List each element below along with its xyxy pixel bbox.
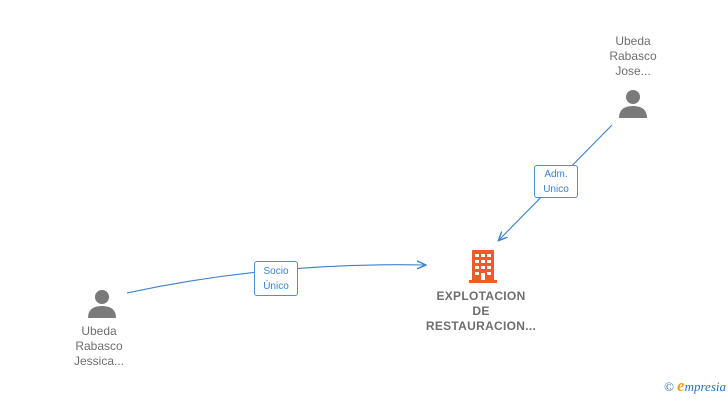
socio-unico-line-2: Único (263, 281, 289, 292)
person-node-jose-label[interactable]: Ubeda Rabasco Jose... (593, 34, 673, 79)
edge-label-socio-unico[interactable]: Socio Único (254, 261, 298, 296)
jose-name-line-3: Jose... (615, 64, 651, 78)
person-node-jessica-label[interactable]: Ubeda Rabasco Jessica... (59, 324, 139, 369)
company-name-line-3: RESTAURACION... (425, 319, 537, 333)
building-icon[interactable] (466, 248, 500, 284)
person-icon[interactable] (86, 288, 118, 320)
brand-logo-initial: e (677, 376, 685, 395)
company-node-label[interactable]: EXPLOTACION DE RESTAURACION... (411, 289, 551, 334)
person-icon[interactable] (617, 88, 649, 120)
adm-unico-line-1: Adm. (544, 169, 568, 180)
copyright-symbol: © (663, 379, 674, 394)
socio-unico-line-1: Socio (263, 266, 289, 277)
jose-name-line-1: Ubeda (615, 34, 651, 48)
brand-logo-text: mpresia (684, 379, 726, 394)
empresia-watermark: © empresia (664, 376, 726, 396)
company-name-line-2: DE (472, 304, 490, 318)
adm-unico-line-2: Unico (543, 184, 569, 195)
jose-name-line-2: Rabasco (609, 49, 657, 63)
jessica-name-line-1: Ubeda (81, 324, 117, 338)
jessica-name-line-3: Jessica... (73, 354, 124, 368)
company-name-line-1: EXPLOTACION (436, 289, 526, 303)
edge-label-adm-unico[interactable]: Adm. Unico (534, 165, 578, 198)
jessica-name-line-2: Rabasco (75, 339, 123, 353)
